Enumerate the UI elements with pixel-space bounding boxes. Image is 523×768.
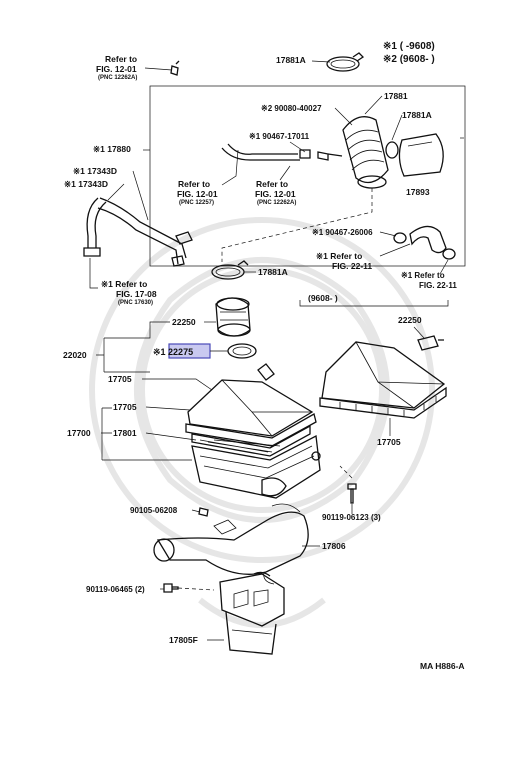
legend-line-2: ※2 (9608- ): [383, 54, 435, 65]
vacuum-hose-17880: [221, 147, 300, 161]
gasket-22275: [227, 343, 257, 359]
clip-connector: [317, 151, 343, 161]
refer-fig-top: FIG. 12-01: [96, 64, 137, 74]
label-17343D-b: ※1 17343D: [64, 179, 108, 189]
air-flow-meter-22250: [215, 297, 251, 337]
air-cleaner-case: [191, 434, 321, 499]
refer-b-label: Refer to: [256, 179, 288, 189]
refer-a-fig: FIG. 12-01: [177, 189, 218, 199]
label-17806: 17806: [322, 541, 346, 551]
label-17705-b: 17705: [113, 402, 137, 412]
refer-22-11-a-fig: FIG. 22-11: [332, 261, 372, 271]
label-90105: 90105-06208: [130, 506, 178, 515]
range-9608: (9608- ): [308, 293, 338, 303]
label-90119-06123: 90119-06123 (3): [322, 513, 381, 522]
refer-label-top: Refer to: [105, 54, 137, 64]
outlet-22250-right: [417, 335, 444, 351]
label-22250-right: 22250: [398, 315, 422, 325]
refer-b-fig: FIG. 12-01: [255, 189, 296, 199]
refer-a-pnc: (PNC 12257): [179, 200, 214, 206]
vacuum-hoses-17343D: [83, 197, 193, 267]
refer-17-08-pnc: (PNC 17630): [118, 300, 153, 306]
clip-icon: [170, 60, 180, 76]
refer-22-11-b-label: ※1 Refer to: [401, 271, 445, 280]
label-22020: 22020: [63, 350, 87, 360]
refer-22-11-a-label: ※1 Refer to: [316, 251, 362, 261]
label-17700: 17700: [67, 428, 91, 438]
label-17881A-mid: 17881A: [402, 110, 432, 120]
hose-clamp-mid: [385, 141, 399, 159]
label-90467-17011: ※1 90467-17011: [249, 132, 310, 141]
hose-22-11: [393, 225, 456, 260]
label-22250-left: 22250: [172, 317, 196, 327]
label-17805F: 17805F: [169, 635, 198, 645]
refer-17-08-label: ※1 Refer to: [101, 279, 147, 289]
clip-90105: [198, 507, 209, 517]
bolt-90119-06465: [163, 583, 179, 593]
label-17881: 17881: [384, 91, 408, 101]
label-17705-right: 17705: [377, 437, 401, 447]
refer-b-pnc: (PNC 12262A): [257, 200, 296, 206]
label-22275[interactable]: ※1 22275: [153, 347, 193, 357]
refer-pnc-top: (PNC 12262A): [98, 75, 137, 81]
label-90119-06465: 90119-06465 (2): [86, 585, 145, 594]
label-17893: 17893: [406, 187, 430, 197]
watermark-emblem: [89, 217, 435, 628]
refer-22-11-b-fig: FIG. 22-11: [419, 281, 457, 290]
case-outlet: [261, 477, 287, 497]
label-17801: 17801: [113, 428, 137, 438]
air-cleaner-cap-right: [319, 341, 447, 419]
resonator-17805F: [219, 571, 285, 655]
refer-17-08-fig: FIG. 17-08: [116, 289, 157, 299]
clip-90467: [299, 149, 311, 159]
label-17705-a: 17705: [108, 374, 132, 384]
label-17880: ※1 17880: [93, 144, 131, 154]
air-filter-17801: [191, 424, 311, 457]
refer-a-label: Refer to: [178, 179, 210, 189]
legend-line-1: ※1 ( -9608): [383, 41, 435, 52]
label-17881A-low: 17881A: [258, 267, 288, 277]
sub-assembly-frame: [149, 85, 466, 267]
cap-fitting: [257, 363, 275, 381]
label-90080: ※2 90080-40027: [261, 104, 322, 113]
inlet-duct-17806: [153, 503, 309, 585]
intake-hose-17881: [342, 116, 389, 189]
label-90467-26006: ※1 90467-26006: [312, 228, 373, 237]
hose-clamp-top: [326, 52, 365, 72]
catalog-code: MA H886-A: [420, 661, 465, 671]
label-17881A-top: 17881A: [276, 55, 306, 65]
resonator-17893: [398, 133, 444, 177]
label-17343D-a: ※1 17343D: [73, 166, 117, 176]
air-cleaner-cap-17705: [185, 363, 317, 447]
bolt-90119-06123: [347, 483, 357, 504]
